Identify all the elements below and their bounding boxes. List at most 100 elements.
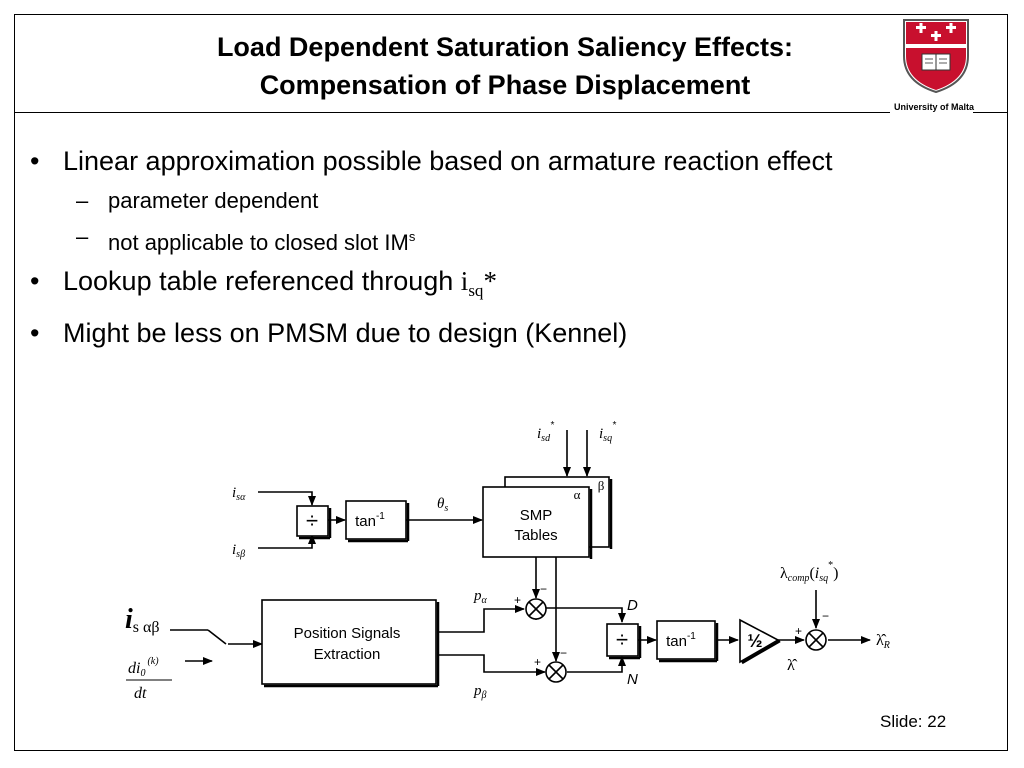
minus-sign: − [540,582,547,596]
label-D: D [627,597,638,614]
arctan-block [345,500,407,540]
title-divider-right [973,112,1007,113]
bullet-dot: • [30,318,40,348]
lambda-comp-close: ) [833,565,838,582]
title-line-1: Load Dependent Saturation Saliency Effec… [216,32,794,62]
p-beta-label: p [473,683,482,699]
arctan-sup-2: -1 [687,631,696,642]
svg-text:isβ: isβ [232,542,245,560]
arctan-sup: -1 [376,511,385,522]
svg-text:λcomp(isq*): λcomp(isq*) [780,560,838,584]
svg-text:tan-1: tan-1 [355,511,385,530]
sub-bullet-item: – not applicable to closed slot IMs [30,222,960,258]
di0-denominator: dt [134,685,147,702]
divider-symbol: ÷ [306,508,318,533]
bullet-item: • Might be less on PMSM due to design (K… [30,314,960,352]
smp-label-line2: Tables [514,527,557,544]
plus-sign: + [514,593,521,607]
superscript-s: s [408,229,416,244]
svg-text:θs: θs [437,496,448,514]
sub-bullet-text: parameter dependent [108,188,319,213]
lambda-comp-star: * [828,560,833,571]
position-signals-block [261,599,437,685]
half-gain-block [739,618,780,664]
di0-sup: (k) [147,656,159,667]
slide-title: Load Dependent Saturation Saliency Effec… [110,28,900,104]
label-N: N [627,671,638,688]
multiplier-top [525,598,547,620]
lambda-comp-arg: i [815,565,819,582]
lambda-hat-label: λ̂ [787,657,798,674]
svg-text:di0(k): di0(k) [128,656,159,679]
divider-block-2 [606,623,639,657]
i-s-ab-sub: s αβ [133,619,160,636]
di0-num-sub: 0 [140,668,145,679]
i-sq-star-label: i [599,426,603,442]
bullet-text: Lookup table referenced through [63,266,461,296]
bullet-dot: • [30,146,40,176]
p-beta-sub: β [481,690,487,701]
logo-caption: University of Malta [893,102,975,112]
smp-label-line1: SMP [520,507,553,524]
i-s-alpha-label: i [232,485,236,501]
i-sd-star-mark: * [550,420,555,431]
arctan-label: tan [355,513,376,530]
plus-sign: + [534,655,541,669]
bullet-item: • Linear approximation possible based on… [30,142,960,180]
i-sq-star-mark: * [612,420,617,431]
di0-numerator: di [128,660,140,677]
divider-block [296,505,329,537]
svg-text:isq*: isq* [599,420,617,444]
math-sub-sq: sq [468,281,484,300]
i-sd-star-sub: sd [541,433,551,444]
i-s-alpha-sub: sα [236,492,246,503]
slide-number: Slide: 22 [880,712,947,731]
i-s-beta-label: i [232,542,236,558]
half-gain-label: ½ [747,631,762,651]
plus-sign: + [795,624,802,638]
position-label-line1: Position Signals [294,625,401,642]
lambda-hat-R-sub: R [883,640,890,651]
minus-sign: − [560,646,567,660]
title-line-2: Compensation of Phase Displacement [259,70,751,100]
math-i: i [460,266,469,296]
svg-text:isα: isα [232,485,246,503]
lambda-comp-label: λ [780,565,788,582]
smp-alpha-label: α [574,487,581,502]
sub-bullet-dash: – [76,188,89,213]
svg-text:λ̂R: λ̂R [876,632,890,651]
title-divider [15,112,890,113]
svg-text:isd*: isd* [537,420,555,444]
bullet-item: • Lookup table referenced through isq* [30,262,960,310]
arctan-label-2: tan [666,633,687,650]
svg-text:is αβ: is αβ [125,604,160,636]
multiplier-final [805,629,827,651]
bullet-dot: • [30,266,40,296]
minus-sign: − [822,609,829,623]
p-alpha-sub: α [482,595,488,606]
bullet-text: Might be less on PMSM due to design (Ken… [63,318,628,348]
arctan-block-2 [656,620,716,660]
lambda-comp-open: ( [809,565,814,582]
sub-bullet-text: not applicable to closed slot IM [108,230,409,255]
lambda-comp-arg-sub: sq [819,573,828,584]
p-alpha-label: p [473,588,482,604]
theta-s-label: θ [437,496,445,512]
i-sq-star-sub: sq [603,433,612,444]
i-s-ab-main: i [125,604,133,635]
university-crest-icon [903,19,969,94]
multiplier-bottom [545,661,567,683]
sub-bullet-dash: – [76,224,89,249]
slide-frame [14,14,1008,751]
svg-text:pβ: pβ [473,683,487,701]
bullet-list: • Linear approximation possible based on… [30,142,960,356]
smp-table-alpha [482,486,590,558]
lambda-comp-sub: comp [788,573,810,584]
lambda-hat-R-label: λ̂ [876,632,887,649]
math-star: * [483,266,497,296]
position-label-line2: Extraction [314,646,381,663]
smp-beta-label: β [598,478,605,493]
theta-s-sub: s [444,503,448,514]
sub-bullet-item: – parameter dependent [30,186,960,216]
